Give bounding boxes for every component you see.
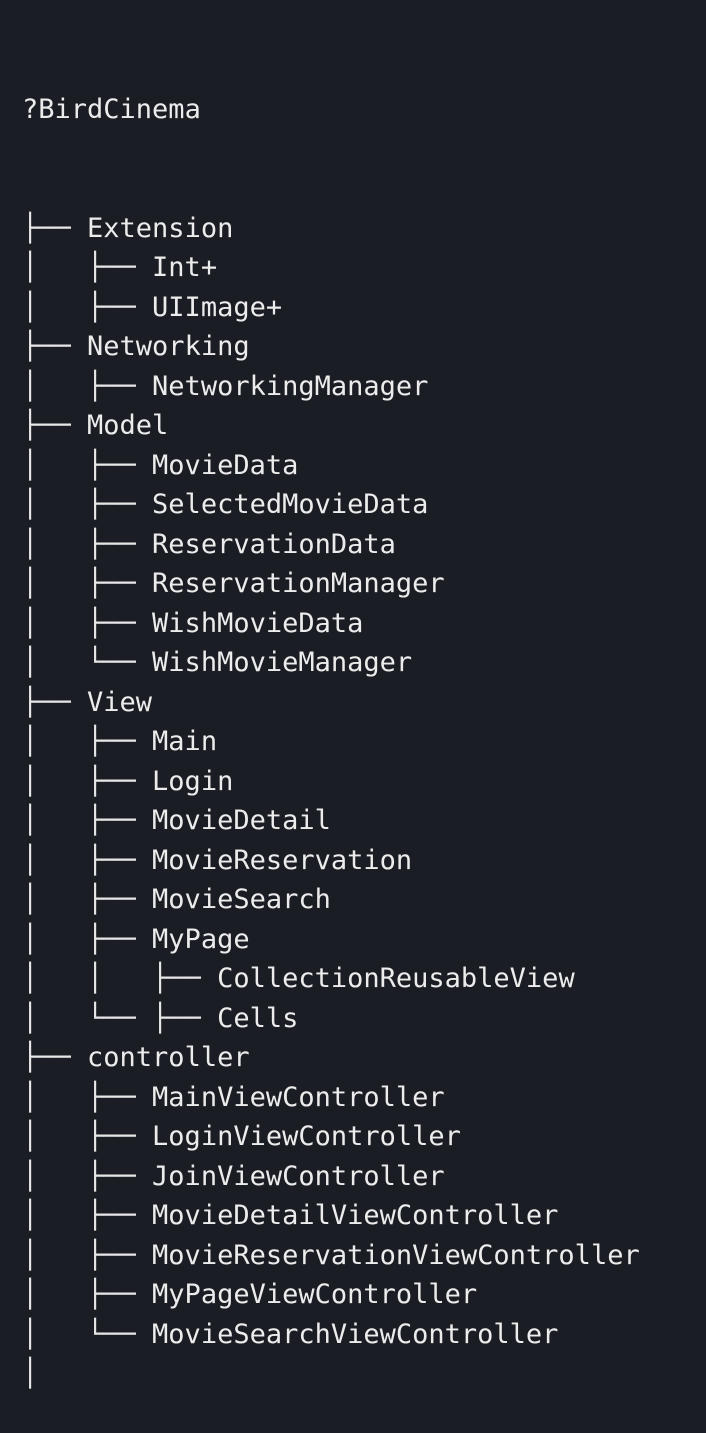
tree-item: │ ├── MovieDetail [22,801,640,841]
tree-item: ├── View [22,683,640,723]
tree-branch-connector: │ ├── [22,252,153,283]
tree-branch-connector: │ ├── [22,1200,153,1231]
tree-item: │ ├── MovieData [22,446,640,486]
tree-item-label: MovieDetail [152,805,331,836]
tree-branch-connector: │ └── [22,1318,153,1350]
tree-branch-connector: │ │ ├── [22,963,218,994]
tree-root-label: BirdCinema [38,94,201,125]
tree-branch-connector: │ ├── [22,805,153,836]
tree-branch-connector: │ ├── [22,568,153,599]
tree-branch-connector: │ ├── [22,1121,153,1152]
tree-branch-connector: │ ├── [22,1160,153,1192]
tree-branch-connector: │ ├── [22,291,153,323]
tree-branch-connector: ├── [22,686,88,718]
tree-item: │ │ ├── CollectionReusableView [22,959,640,999]
tree-item: │ ├── MyPage [22,920,640,960]
tree-item: │ └── ├── Cells [22,999,640,1039]
tree-item-label: MovieDetailViewController [152,1200,559,1231]
tree-item-label: NetworkingManager [152,370,429,402]
tree-branch-connector: │ ├── [22,1239,153,1271]
tree-item-label: controller [87,1042,250,1073]
tree-branch-connector: │ ├── [22,449,153,481]
tree-item-label: View [87,686,153,718]
tree-item: │ [22,1354,640,1394]
tree-item-label: Extension [87,212,234,244]
tree-item: │ ├── NetworkingManager [22,367,640,407]
tree-branch-connector: │ └── ├── [22,1002,218,1034]
tree-branch-connector: │ [22,1358,39,1389]
tree-item: │ ├── Login [22,762,640,802]
tree-item: │ └── WishMovieManager [22,643,640,683]
unknown-glyph-icon: ? [22,94,39,125]
tree-item: │ ├── MyPageViewController [22,1275,640,1315]
tree-item-label: MovieData [152,449,299,481]
tree-item: ├── controller [22,1038,640,1078]
tree-item-label: Login [152,765,234,797]
tree-branch-connector: │ ├── [22,765,153,797]
tree-item: │ ├── MovieSearch [22,880,640,920]
tree-branch-connector: │ ├── [22,370,153,402]
tree-item-label: Main [152,726,218,757]
tree-item-label: UIImage+ [152,291,283,323]
tree-item: │ ├── MovieReservationViewController [22,1236,640,1276]
tree-item: │ ├── UIImage+ [22,288,640,328]
tree-item-label: ReservationManager [152,568,445,599]
tree-item-label: MainViewController [152,1081,445,1113]
tree-item-label: MovieSearch [152,884,331,915]
tree-item: │ ├── MainViewController [22,1078,640,1118]
tree-branch-connector: │ ├── [22,726,153,757]
tree-root: ?BirdCinema [22,90,640,130]
tree-item-label: MyPage [152,923,250,955]
tree-branch-connector: ├── [22,410,88,441]
tree-branch-connector: │ ├── [22,844,153,876]
tree-item: ├── Model [22,406,640,446]
tree-branch-connector: │ ├── [22,607,153,639]
tree-item-label: MovieSearchViewController [152,1318,559,1350]
tree-item-label: JoinViewController [152,1160,445,1192]
tree-branch-connector: ├── [22,1042,88,1073]
tree-item: │ ├── SelectedMovieData [22,485,640,525]
tree-item-label: CollectionReusableView [217,963,575,994]
tree-branch-connector: │ ├── [22,1081,153,1113]
tree-branch-connector: │ ├── [22,489,153,520]
tree-item: ├── Extension [22,209,640,249]
tree-branch-connector: │ ├── [22,923,153,955]
tree-item-label: WishMovieData [152,607,364,639]
tree-item: │ ├── MovieDetailViewController [22,1196,640,1236]
tree-item-label: MyPageViewController [152,1279,478,1310]
tree-item: │ └── MovieSearchViewController [22,1315,640,1355]
tree-branch-connector: │ ├── [22,1279,153,1310]
tree-item-label: MovieReservation [152,844,413,876]
tree-item: │ ├── Int+ [22,248,640,288]
tree-item: │ ├── ReservationManager [22,564,640,604]
directory-tree: ?BirdCinema ├── Extension│ ├── Int+│ ├──… [22,11,640,1433]
tree-item: │ ├── JoinViewController [22,1157,640,1197]
tree-branch-connector: │ └── [22,647,153,678]
tree-item: │ ├── Main [22,722,640,762]
tree-item-label: SelectedMovieData [152,489,429,520]
tree-item-label: Model [87,410,169,441]
tree-item-label: MovieReservationViewController [152,1239,640,1271]
tree-branch-connector: │ ├── [22,528,153,560]
tree-item: │ ├── MovieReservation [22,841,640,881]
tree-item-label: WishMovieManager [152,647,413,678]
tree-branch-connector: ├── [22,212,88,244]
tree-lines: ├── Extension│ ├── Int+│ ├── UIImage+├──… [22,209,640,1394]
tree-item-label: Networking [87,331,250,362]
tree-item: │ ├── ReservationData [22,525,640,565]
tree-branch-connector: │ ├── [22,884,153,915]
tree-item-label: Cells [217,1002,299,1034]
tree-item: │ ├── LoginViewController [22,1117,640,1157]
tree-item-label: LoginViewController [152,1121,461,1152]
tree-item: │ ├── WishMovieData [22,604,640,644]
tree-item: ├── Networking [22,327,640,367]
tree-branch-connector: ├── [22,331,88,362]
tree-item-label: Int+ [152,252,218,283]
tree-item-label: ReservationData [152,528,396,560]
